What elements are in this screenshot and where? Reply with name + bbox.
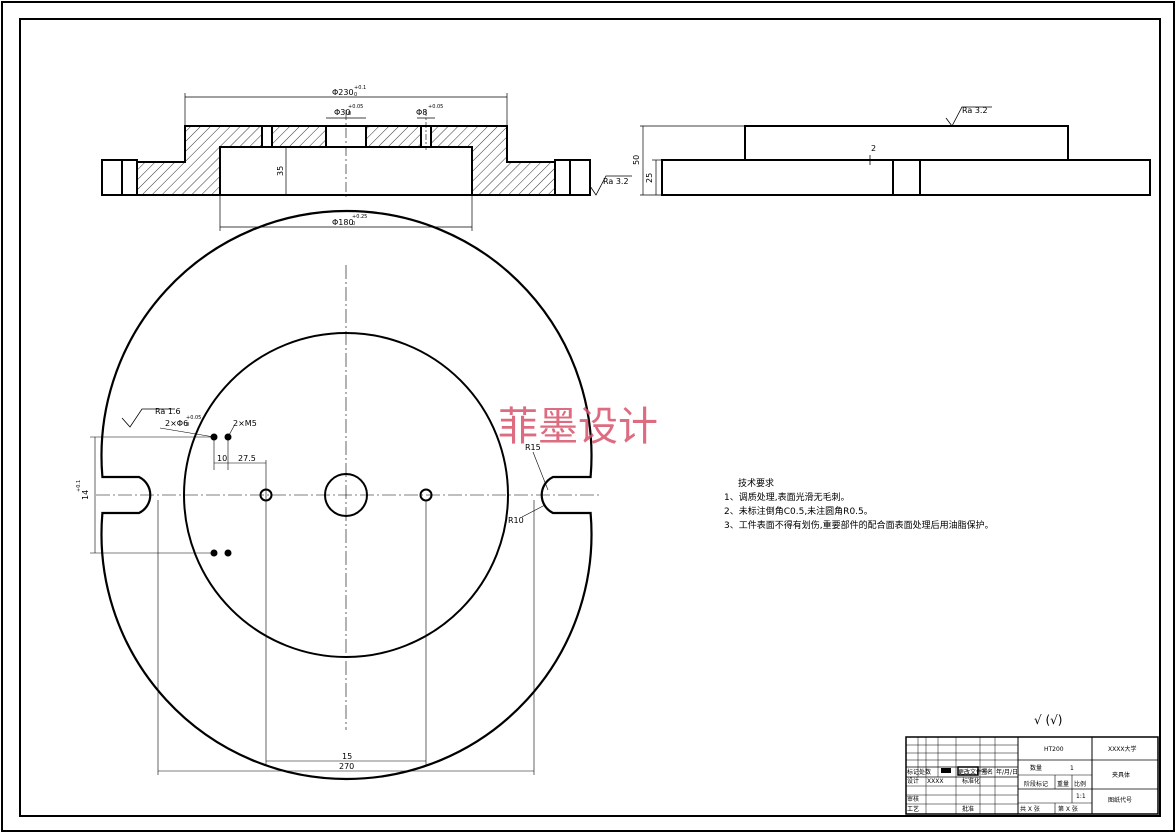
plan-view: 14 +0.1 10 27.5 Ra 1.6 2×Φ6 +0.05 0 2×M5… xyxy=(76,210,600,780)
dim-slot-width: 14 xyxy=(81,490,90,500)
svg-text:审核: 审核 xyxy=(907,795,919,803)
svg-text:比例: 比例 xyxy=(1074,780,1086,788)
svg-text:+0.25: +0.25 xyxy=(352,214,367,220)
svg-text:重量: 重量 xyxy=(1057,780,1069,788)
side-view: 2 50 25 Ra 3.2 xyxy=(632,106,1151,196)
title-block: 标记 处数 更改文件号 签名 年/月/日 设计 XXXX 标准化 审核 工艺 批… xyxy=(905,736,1159,815)
dim-27-5: 27.5 xyxy=(238,454,256,463)
radius-r10: R10 xyxy=(508,516,524,525)
svg-text:XXXX: XXXX xyxy=(927,778,943,785)
dim-slot: 2 xyxy=(871,144,876,153)
tech-req-line-3: 3、工件表面不得有划伤,重要部件的配合面表面处理后用油脂保护。 xyxy=(724,519,994,531)
tech-req-line-1: 1、调质处理,表面光滑无毛刺。 xyxy=(724,491,850,503)
svg-text:0: 0 xyxy=(186,422,189,428)
svg-text:0: 0 xyxy=(352,221,355,227)
svg-text:工艺: 工艺 xyxy=(907,805,919,813)
dim-bottom-diameter: Φ180 xyxy=(332,218,354,227)
tech-req-line-2: 2、未标注倒角C0.5,未注圆角R0.5。 xyxy=(724,505,873,517)
svg-text:签名: 签名 xyxy=(981,768,993,776)
dim-depth: 35 xyxy=(276,166,285,176)
svg-text:0: 0 xyxy=(354,92,357,98)
material: HT200 xyxy=(1044,746,1064,753)
watermark: 菲墨设计 xyxy=(498,404,658,450)
svg-text:第 X 张: 第 X 张 xyxy=(1058,805,1078,813)
drawing-number: 图纸代号 xyxy=(1108,796,1132,804)
part-name: 夹具体 xyxy=(1112,771,1130,779)
technical-requirements: 技术要求 1、调质处理,表面光滑无毛刺。 2、未标注倒角C0.5,未注圆角R0.… xyxy=(724,477,994,531)
scale: 1:1 xyxy=(1076,793,1086,800)
svg-text:阶段标记: 阶段标记 xyxy=(1024,780,1048,788)
quantity: 1 xyxy=(1070,765,1074,772)
outer-profile xyxy=(100,210,593,780)
svg-text:年/月/日: 年/月/日 xyxy=(996,768,1018,776)
tech-req-title: 技术要求 xyxy=(738,477,774,489)
dim-hole: Φ8 xyxy=(416,108,427,117)
pin-holes-label: 2×Φ6 xyxy=(165,419,188,428)
svg-text:+0.1: +0.1 xyxy=(354,85,366,91)
radius-r15: R15 xyxy=(525,443,541,452)
surface-finish-symbol: √ (√) xyxy=(1034,713,1062,727)
dim-total-height: 50 xyxy=(632,155,641,165)
roughness-section: Ra 3.2 xyxy=(603,177,629,186)
svg-text:+0.05: +0.05 xyxy=(428,104,443,110)
thread-label: 2×M5 xyxy=(233,419,257,428)
svg-text:+0.1: +0.1 xyxy=(76,480,82,492)
roughness-side: Ra 3.2 xyxy=(962,106,988,115)
svg-text:设计: 设计 xyxy=(907,777,919,785)
svg-text:更改文件号: 更改文件号 xyxy=(958,768,988,776)
dim-15: 15 xyxy=(342,752,352,761)
svg-text:批准: 批准 xyxy=(962,805,974,813)
svg-text:标准化: 标准化 xyxy=(962,777,980,785)
roughness-plan: Ra 1.6 xyxy=(155,407,181,416)
dim-top-diameter: Φ230 xyxy=(332,88,354,97)
dim-base-height: 25 xyxy=(645,173,654,183)
svg-text:标记: 标记 xyxy=(907,768,919,776)
svg-text:0: 0 xyxy=(348,111,351,117)
dim-10: 10 xyxy=(217,454,227,463)
svg-text:数量: 数量 xyxy=(1030,764,1042,772)
svg-text:+0.05: +0.05 xyxy=(348,104,363,110)
school: XXXX大学 xyxy=(1108,745,1136,753)
svg-text:+0.05: +0.05 xyxy=(186,415,201,421)
svg-text:共 X 张: 共 X 张 xyxy=(1020,805,1040,813)
dim-270: 270 xyxy=(339,762,354,771)
dim-bore: Φ30 xyxy=(334,108,350,117)
svg-text:处数: 处数 xyxy=(919,768,931,776)
inner-border xyxy=(19,18,1161,817)
section-view: Φ230 +0.1 0 Φ30 +0.05 0 Φ8 +0.05 35 Φ180… xyxy=(101,85,632,231)
